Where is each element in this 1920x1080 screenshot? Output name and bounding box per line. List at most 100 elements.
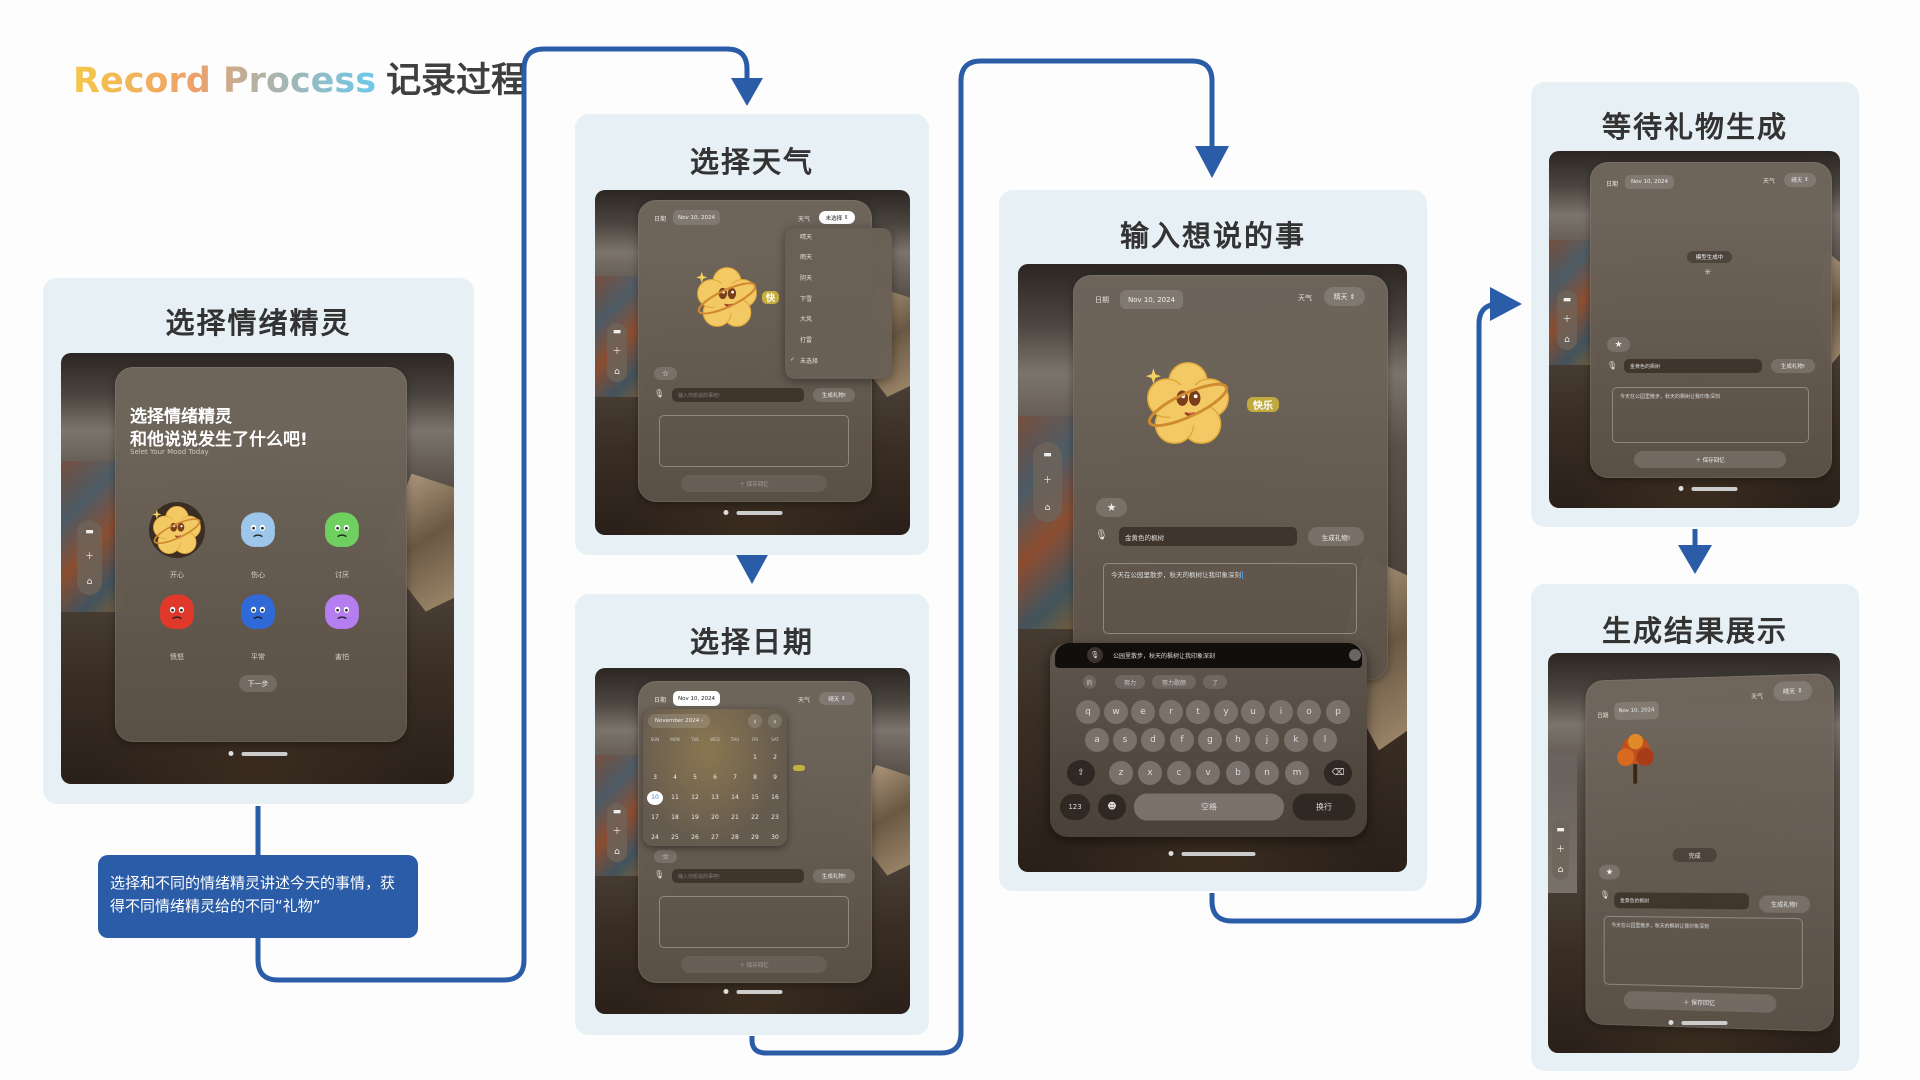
shift-key[interactable]: ⇧ (1067, 760, 1095, 786)
favorite-button[interactable]: ★ (1096, 498, 1127, 517)
key-l[interactable]: l (1313, 728, 1337, 752)
home-icon[interactable]: ⌂ (614, 848, 620, 857)
calendar-day[interactable]: 22 (747, 811, 763, 825)
wish-input[interactable]: 输入你想说的事吧! (672, 388, 804, 402)
key-t[interactable]: t (1186, 700, 1210, 724)
window-pager[interactable] (724, 510, 783, 515)
headset-icon[interactable]: ▬ (1043, 451, 1052, 460)
calendar-day[interactable]: 8 (747, 771, 763, 785)
suggestion-chip[interactable]: 努力歌颜 (1152, 675, 1196, 689)
weather-option[interactable]: 雨天 (800, 252, 812, 261)
calendar-day[interactable]: 14 (727, 791, 743, 805)
dictation-stop-button[interactable] (1349, 649, 1361, 661)
calendar-day[interactable]: 13 (707, 791, 723, 805)
home-icon[interactable]: ⌂ (1045, 504, 1051, 513)
ornament-bar[interactable]: ▬＋⌂ (607, 803, 627, 862)
suggestion-chip[interactable]: 的 (1083, 675, 1096, 689)
generate-gift-button[interactable]: 生成礼物! (813, 869, 855, 883)
calendar-day[interactable]: 27 (707, 831, 723, 845)
generate-gift-button[interactable]: 生成礼物! (1759, 895, 1810, 913)
calendar-day[interactable]: 10 (647, 791, 663, 805)
key-b[interactable]: b (1226, 761, 1250, 785)
key-e[interactable]: e (1131, 700, 1155, 724)
window-pager[interactable] (1169, 851, 1256, 856)
home-icon[interactable]: ⌂ (614, 368, 620, 377)
emotion-option-3[interactable] (155, 590, 199, 634)
weather-option[interactable]: 未选择 (800, 356, 818, 365)
wish-input[interactable]: 金黄色的枫树 (1614, 892, 1749, 909)
microphone-icon[interactable]: 🎙︎ (1600, 890, 1610, 899)
plus-icon[interactable]: ＋ (612, 348, 621, 357)
weather-option[interactable]: 下雪 (800, 294, 812, 303)
diary-textarea[interactable] (659, 415, 849, 467)
return-key[interactable]: 换行 (1293, 794, 1356, 821)
dictation-mic-button[interactable]: 🎙︎ (1087, 647, 1103, 663)
key-x[interactable]: x (1138, 761, 1162, 785)
date-picker[interactable]: Nov 10, 2024 (1120, 290, 1183, 309)
diary-textarea[interactable] (659, 896, 849, 948)
next-button[interactable]: 下一步 (239, 675, 277, 692)
key-z[interactable]: z (1109, 761, 1133, 785)
window-pager[interactable] (229, 751, 288, 756)
headset-icon[interactable]: ▬ (613, 328, 622, 337)
favorite-button[interactable]: ☆ (654, 850, 677, 863)
calendar-day[interactable]: 15 (747, 791, 763, 805)
calendar-day[interactable]: 7 (727, 771, 743, 785)
ornament-bar[interactable]: ▬＋⌂ (77, 520, 102, 595)
calendar-day[interactable]: 30 (767, 831, 783, 845)
generate-gift-button[interactable]: 生成礼物! (1308, 527, 1364, 546)
key-a[interactable]: a (1085, 728, 1109, 752)
calendar-day[interactable]: 29 (747, 831, 763, 845)
weather-select[interactable]: 晴天 ⇕ (1324, 287, 1365, 306)
calendar-day[interactable]: 19 (687, 811, 703, 825)
plus-icon[interactable]: ＋ (1562, 316, 1571, 325)
space-key[interactable]: 空格 (1134, 794, 1284, 821)
calendar-day[interactable]: 23 (767, 811, 783, 825)
calendar-day[interactable]: 9 (767, 771, 783, 785)
save-memory-button[interactable]: ＋ 保存回忆 (681, 956, 827, 973)
weather-select[interactable]: 晴天 ⇕ (1784, 173, 1816, 187)
weather-option[interactable]: 大风 (800, 314, 812, 323)
emotion-option-0[interactable] (149, 502, 205, 558)
home-icon[interactable]: ⌂ (1564, 336, 1570, 345)
key-g[interactable]: g (1198, 728, 1222, 752)
calendar-day[interactable]: 26 (687, 831, 703, 845)
calendar-day[interactable]: 28 (727, 831, 743, 845)
microphone-icon[interactable]: 🎙︎ (654, 389, 664, 398)
key-u[interactable]: u (1241, 700, 1265, 724)
key-q[interactable]: q (1076, 700, 1100, 724)
calendar-day[interactable]: 6 (707, 771, 723, 785)
weather-select[interactable]: 晴天 ⇕ (819, 692, 855, 705)
emoji-key[interactable]: ☻ (1098, 794, 1126, 820)
key-d[interactable]: d (1141, 728, 1165, 752)
emotion-option-2[interactable] (320, 508, 364, 552)
microphone-icon[interactable]: 🎙︎ (1607, 361, 1617, 370)
save-memory-button[interactable]: ＋ 保存回忆 (1634, 451, 1786, 468)
save-memory-button[interactable]: ＋ 保存回忆 (1624, 991, 1776, 1013)
weather-select[interactable]: 晴天 ⇕ (1773, 681, 1812, 701)
plus-icon[interactable]: ＋ (612, 828, 621, 837)
calendar-day[interactable]: 21 (727, 811, 743, 825)
key-o[interactable]: o (1297, 700, 1321, 724)
wish-input[interactable]: 金黄色的枫树 (1119, 527, 1297, 546)
prev-month-button[interactable]: ‹ (748, 714, 762, 728)
calendar-day[interactable]: 1 (747, 751, 763, 765)
window-pager[interactable] (724, 989, 783, 994)
key-k[interactable]: k (1284, 728, 1308, 752)
calendar-day[interactable]: 24 (647, 831, 663, 845)
favorite-button[interactable]: ★ (1607, 337, 1630, 352)
emotion-option-5[interactable] (320, 590, 364, 634)
calendar-day[interactable]: 16 (767, 791, 783, 805)
calendar-day[interactable]: 17 (647, 811, 663, 825)
ornament-bar[interactable]: ▬ ＋ ⌂ (1557, 290, 1577, 350)
ornament-bar[interactable]: ▬ ＋ ⌂ (607, 323, 627, 382)
calendar-day[interactable]: 20 (707, 811, 723, 825)
key-n[interactable]: n (1255, 761, 1279, 785)
favorite-button[interactable]: ☆ (654, 367, 677, 380)
key-c[interactable]: c (1167, 761, 1191, 785)
ornament-bar[interactable]: ▬＋⌂ (1552, 820, 1569, 880)
calendar-day[interactable]: 18 (667, 811, 683, 825)
weather-option[interactable]: 阴天 (800, 273, 812, 282)
headset-icon[interactable]: ▬ (1563, 296, 1572, 305)
weather-option[interactable]: 打雷 (800, 335, 812, 344)
